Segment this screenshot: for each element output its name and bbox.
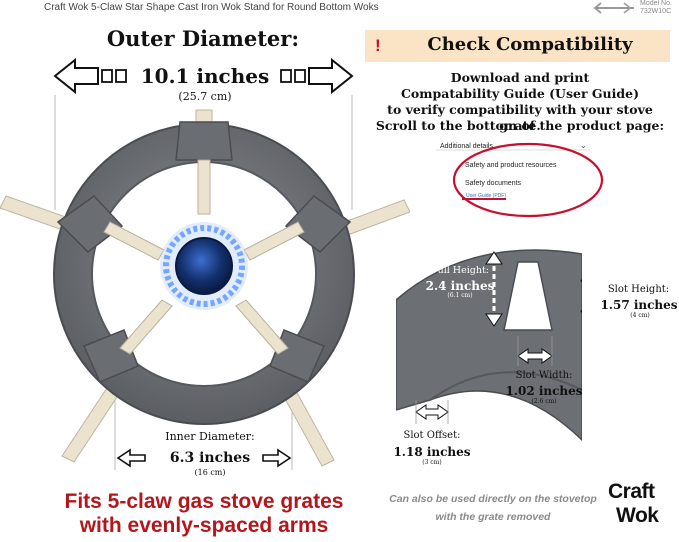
slot-height-arrow — [580, 278, 582, 314]
compatibility-title: Check Compatibility — [427, 34, 633, 55]
flame-icon — [160, 222, 248, 310]
slot-offset-title: Slot Offset: — [403, 430, 461, 441]
warning-icon: ! — [375, 36, 381, 55]
full-height-inches: 2.4 inches — [425, 279, 495, 293]
user-guide-link[interactable]: User Guide (PDF) — [466, 193, 507, 199]
instruction-line: Compatability Guide (User Guide) — [400, 86, 640, 101]
model-number-value: 732W10C — [640, 8, 672, 15]
outer-diameter-inches: 10.1 inches — [140, 64, 270, 88]
chevron-down-icon: ⌄ — [580, 141, 587, 150]
fits-tagline-line2: with evenly-spaced arms — [79, 514, 329, 537]
highlight-circle — [452, 142, 604, 218]
outer-diameter-title: Outer Diameter: — [106, 26, 300, 51]
slot-width-title: Slot Width: — [515, 370, 573, 381]
slot-height-inches: 1.57 inches — [600, 298, 678, 312]
logo-text-line2: Wok — [616, 504, 659, 527]
full-height-cm: (6.1 cm) — [447, 292, 473, 299]
safety-resources-label: Safety and product resources — [465, 162, 557, 169]
slot-width-inches: 1.02 inches — [505, 384, 583, 398]
slot-height-cm: (4 cm) — [630, 312, 650, 319]
inner-diameter-title: Inner Diameter: — [165, 430, 255, 443]
inner-diameter-inches: 6.3 inches — [169, 450, 251, 466]
compatibility-banner — [365, 30, 670, 62]
full-height-title: Full Height: — [431, 265, 489, 276]
grate-fingers — [103, 159, 305, 355]
outer-diameter-arrows — [53, 57, 354, 95]
instruction-line: Scroll to the bottom of the product page… — [375, 118, 665, 133]
slot-width-cm: (2.6 cm) — [531, 398, 557, 405]
arrow-left-icon — [593, 2, 634, 14]
stand-claws — [56, 121, 352, 383]
slot-offset-inches: 1.18 inches — [393, 445, 471, 459]
instruction-line: to verify compatibility with your stove … — [387, 102, 653, 133]
stovetop-note-line2: with the grate removed — [435, 511, 551, 523]
slot-height-title: Slot Height: — [607, 284, 670, 295]
product-page-snippet — [436, 142, 604, 218]
product-title: Craft Wok 5-Claw Star Shape Cast Iron Wo… — [44, 2, 379, 13]
stovetop-note-line1: Can also be used directly on the stoveto… — [389, 493, 597, 505]
logo-text-line1: Craft — [608, 480, 655, 503]
full-height-arrow — [485, 251, 503, 327]
inner-diameter-arrows — [116, 448, 292, 468]
model-number: Model No. 732W10C — [640, 0, 672, 16]
instruction-line: Download and print — [450, 70, 590, 85]
slot-offset-cm: (3 cm) — [422, 459, 442, 466]
slot-width-arrow — [517, 336, 553, 366]
inner-diameter-cm: (16 cm) — [194, 468, 226, 477]
slot-offset-arrow — [415, 400, 449, 424]
outer-diameter-cm: (25.7 cm) — [178, 90, 232, 103]
wok-stand-illustration — [0, 57, 410, 470]
safety-documents-label: Safety documents — [465, 180, 522, 187]
model-number-label: Model No. — [640, 0, 672, 7]
claw-detail-illustration — [396, 249, 582, 442]
fits-tagline-line1: Fits 5-claw gas stove grates — [64, 490, 344, 513]
additional-details-label: Additional details — [440, 143, 493, 150]
